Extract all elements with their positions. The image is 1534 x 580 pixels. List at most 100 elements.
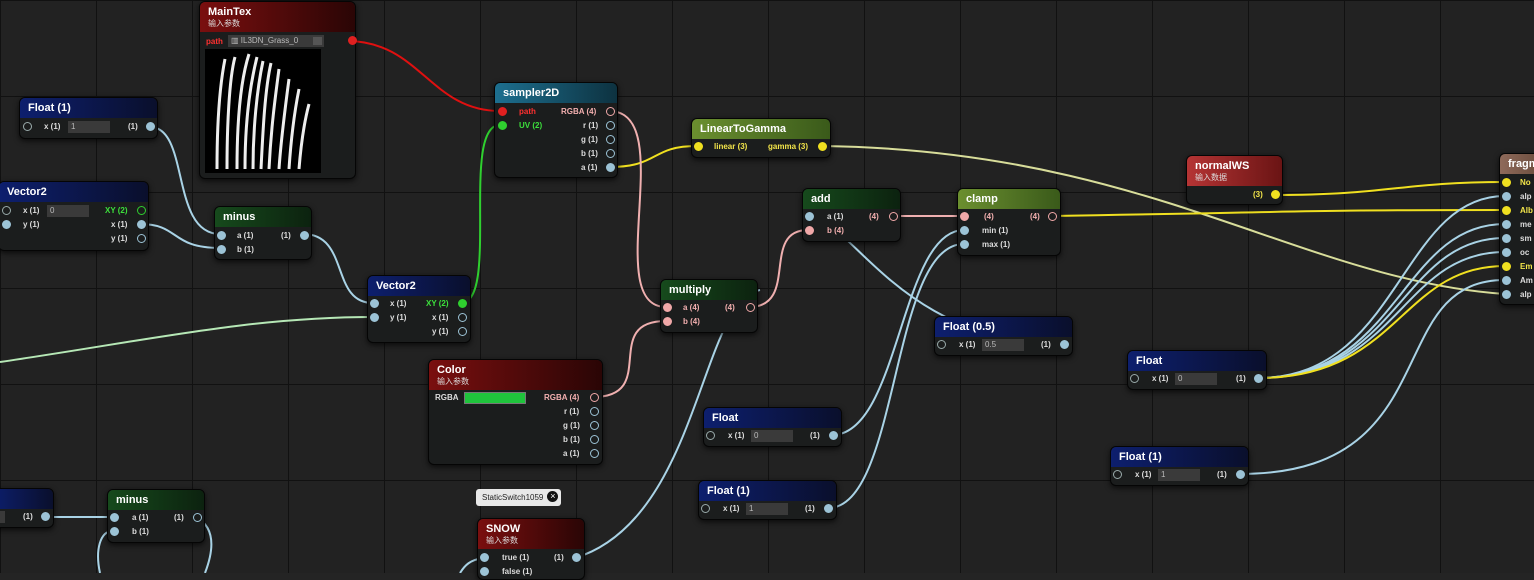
output-pin[interactable] <box>458 327 467 336</box>
input-pin[interactable] <box>110 513 119 522</box>
output-pin[interactable] <box>606 149 615 158</box>
node-minus-b[interactable]: minus a (1) (1) b (1) <box>107 489 205 543</box>
node-normalws[interactable]: normalWS 输入数据 (3) <box>1186 155 1283 205</box>
node-float-1c[interactable]: Float (1) x (1) 1 (1) <box>1110 446 1249 486</box>
input-pin[interactable] <box>663 303 672 312</box>
input-pin[interactable] <box>110 527 119 536</box>
value-field[interactable]: 0 <box>751 430 793 442</box>
input-pin[interactable] <box>805 226 814 235</box>
input-pin[interactable] <box>1502 234 1511 243</box>
input-pin[interactable] <box>23 122 32 131</box>
value-field[interactable]: 0 <box>1175 373 1217 385</box>
output-pin[interactable] <box>606 121 615 130</box>
input-pin[interactable] <box>1502 206 1511 215</box>
output-pin[interactable] <box>829 431 838 440</box>
node-maintex[interactable]: MainTex 输入参数 path ▥ IL3DN_Grass_0 <box>199 1 357 179</box>
node-clamp[interactable]: clamp (4) (4) min (1) max (1) <box>957 188 1061 256</box>
output-pin[interactable] <box>590 407 599 416</box>
output-pin[interactable] <box>606 107 615 116</box>
input-pin[interactable] <box>1130 374 1139 383</box>
input-pin[interactable] <box>2 206 11 215</box>
input-pin[interactable] <box>694 142 703 151</box>
input-pin[interactable] <box>937 340 946 349</box>
texture-field[interactable]: ▥ IL3DN_Grass_0 <box>228 35 324 47</box>
input-pin[interactable] <box>706 431 715 440</box>
input-pin[interactable] <box>960 212 969 221</box>
node-float-05[interactable]: Float (0.5) x (1) 0.5 (1) <box>934 316 1073 356</box>
node-add[interactable]: add a (1) (4) b (4) <box>802 188 901 242</box>
input-pin[interactable] <box>805 212 814 221</box>
input-pin[interactable] <box>1502 248 1511 257</box>
output-pin[interactable] <box>137 220 146 229</box>
output-pin[interactable] <box>1254 374 1263 383</box>
input-pin[interactable] <box>217 245 226 254</box>
node-float-1a[interactable]: Float (1) x (1) 1 (1) <box>19 97 158 139</box>
input-pin[interactable] <box>1113 470 1122 479</box>
input-pin[interactable] <box>960 226 969 235</box>
input-pin[interactable] <box>960 240 969 249</box>
input-pin[interactable] <box>370 313 379 322</box>
node-float-right[interactable]: Float x (1) 0 (1) <box>1127 350 1267 390</box>
input-pin[interactable] <box>498 107 507 116</box>
output-pin[interactable] <box>1271 190 1280 199</box>
node-float-middle[interactable]: Float x (1) 0 (1) <box>703 407 842 447</box>
color-swatch[interactable] <box>464 392 526 404</box>
input-pin[interactable] <box>480 553 489 562</box>
output-pin[interactable] <box>137 234 146 243</box>
output-pin[interactable] <box>348 36 357 45</box>
input-pin[interactable] <box>701 504 710 513</box>
input-pin[interactable] <box>1502 276 1511 285</box>
value-field[interactable] <box>0 511 5 523</box>
output-pin[interactable] <box>458 299 467 308</box>
output-pin[interactable] <box>1048 212 1057 221</box>
output-pin[interactable] <box>746 303 755 312</box>
node-vector2a[interactable]: Vector2 x (1) 0 XY (2) y (1) x (1) y (1) <box>0 181 149 251</box>
output-pin[interactable] <box>590 393 599 402</box>
output-pin[interactable] <box>606 135 615 144</box>
node-vector2b[interactable]: Vector2 x (1) XY (2) y (1) x (1) y (1) <box>367 275 471 343</box>
output-pin[interactable] <box>818 142 827 151</box>
input-pin[interactable] <box>1502 262 1511 271</box>
output-pin[interactable] <box>137 206 146 215</box>
input-pin[interactable] <box>498 121 507 130</box>
node-fragment[interactable]: fragm No alp Alb me sm oc Em Am alp <box>1499 153 1534 305</box>
node-linear-to-gamma[interactable]: LinearToGamma linear (3) gamma (3) <box>691 118 831 158</box>
node-sampler2d[interactable]: sampler2D path RGBA (4) UV (2) r (1) g (… <box>494 82 618 178</box>
value-field[interactable]: 1 <box>68 121 110 133</box>
input-pin[interactable] <box>2 220 11 229</box>
close-icon[interactable]: × <box>547 491 559 502</box>
node-minus-a[interactable]: minus a (1) (1) b (1) <box>214 206 312 260</box>
node-float-clipped[interactable]: (1) <box>0 488 54 528</box>
value-field[interactable]: 1 <box>746 503 788 515</box>
output-pin[interactable] <box>193 513 202 522</box>
output-pin[interactable] <box>1236 470 1245 479</box>
output-pin[interactable] <box>590 421 599 430</box>
output-pin[interactable] <box>572 553 581 562</box>
output-pin[interactable] <box>41 512 50 521</box>
input-pin[interactable] <box>1502 192 1511 201</box>
input-pin[interactable] <box>480 567 489 576</box>
input-pin[interactable] <box>217 231 226 240</box>
output-pin[interactable] <box>824 504 833 513</box>
node-multiply[interactable]: multiply a (4) (4) b (4) <box>660 279 758 333</box>
node-snow[interactable]: SNOW 输入参数 true (1) (1) false (1) <box>477 518 585 580</box>
input-pin[interactable] <box>1502 178 1511 187</box>
output-pin[interactable] <box>300 231 309 240</box>
output-pin[interactable] <box>146 122 155 131</box>
input-pin[interactable] <box>370 299 379 308</box>
value-field[interactable]: 1 <box>1158 469 1200 481</box>
output-pin[interactable] <box>590 435 599 444</box>
output-pin[interactable] <box>1060 340 1069 349</box>
node-float-1b[interactable]: Float (1) x (1) 1 (1) <box>698 480 837 520</box>
output-pin[interactable] <box>458 313 467 322</box>
output-pin[interactable] <box>606 163 615 172</box>
output-pin[interactable] <box>889 212 898 221</box>
texture-picker-icon[interactable] <box>313 37 322 45</box>
input-pin[interactable] <box>1502 290 1511 299</box>
value-field[interactable]: 0.5 <box>982 339 1024 351</box>
value-field[interactable]: 0 <box>47 205 89 217</box>
output-pin[interactable] <box>590 449 599 458</box>
input-pin[interactable] <box>1502 220 1511 229</box>
input-pin[interactable] <box>663 317 672 326</box>
node-color[interactable]: Color 输入参数 RGBA RGBA (4) r (1) g (1) b (… <box>428 359 603 465</box>
